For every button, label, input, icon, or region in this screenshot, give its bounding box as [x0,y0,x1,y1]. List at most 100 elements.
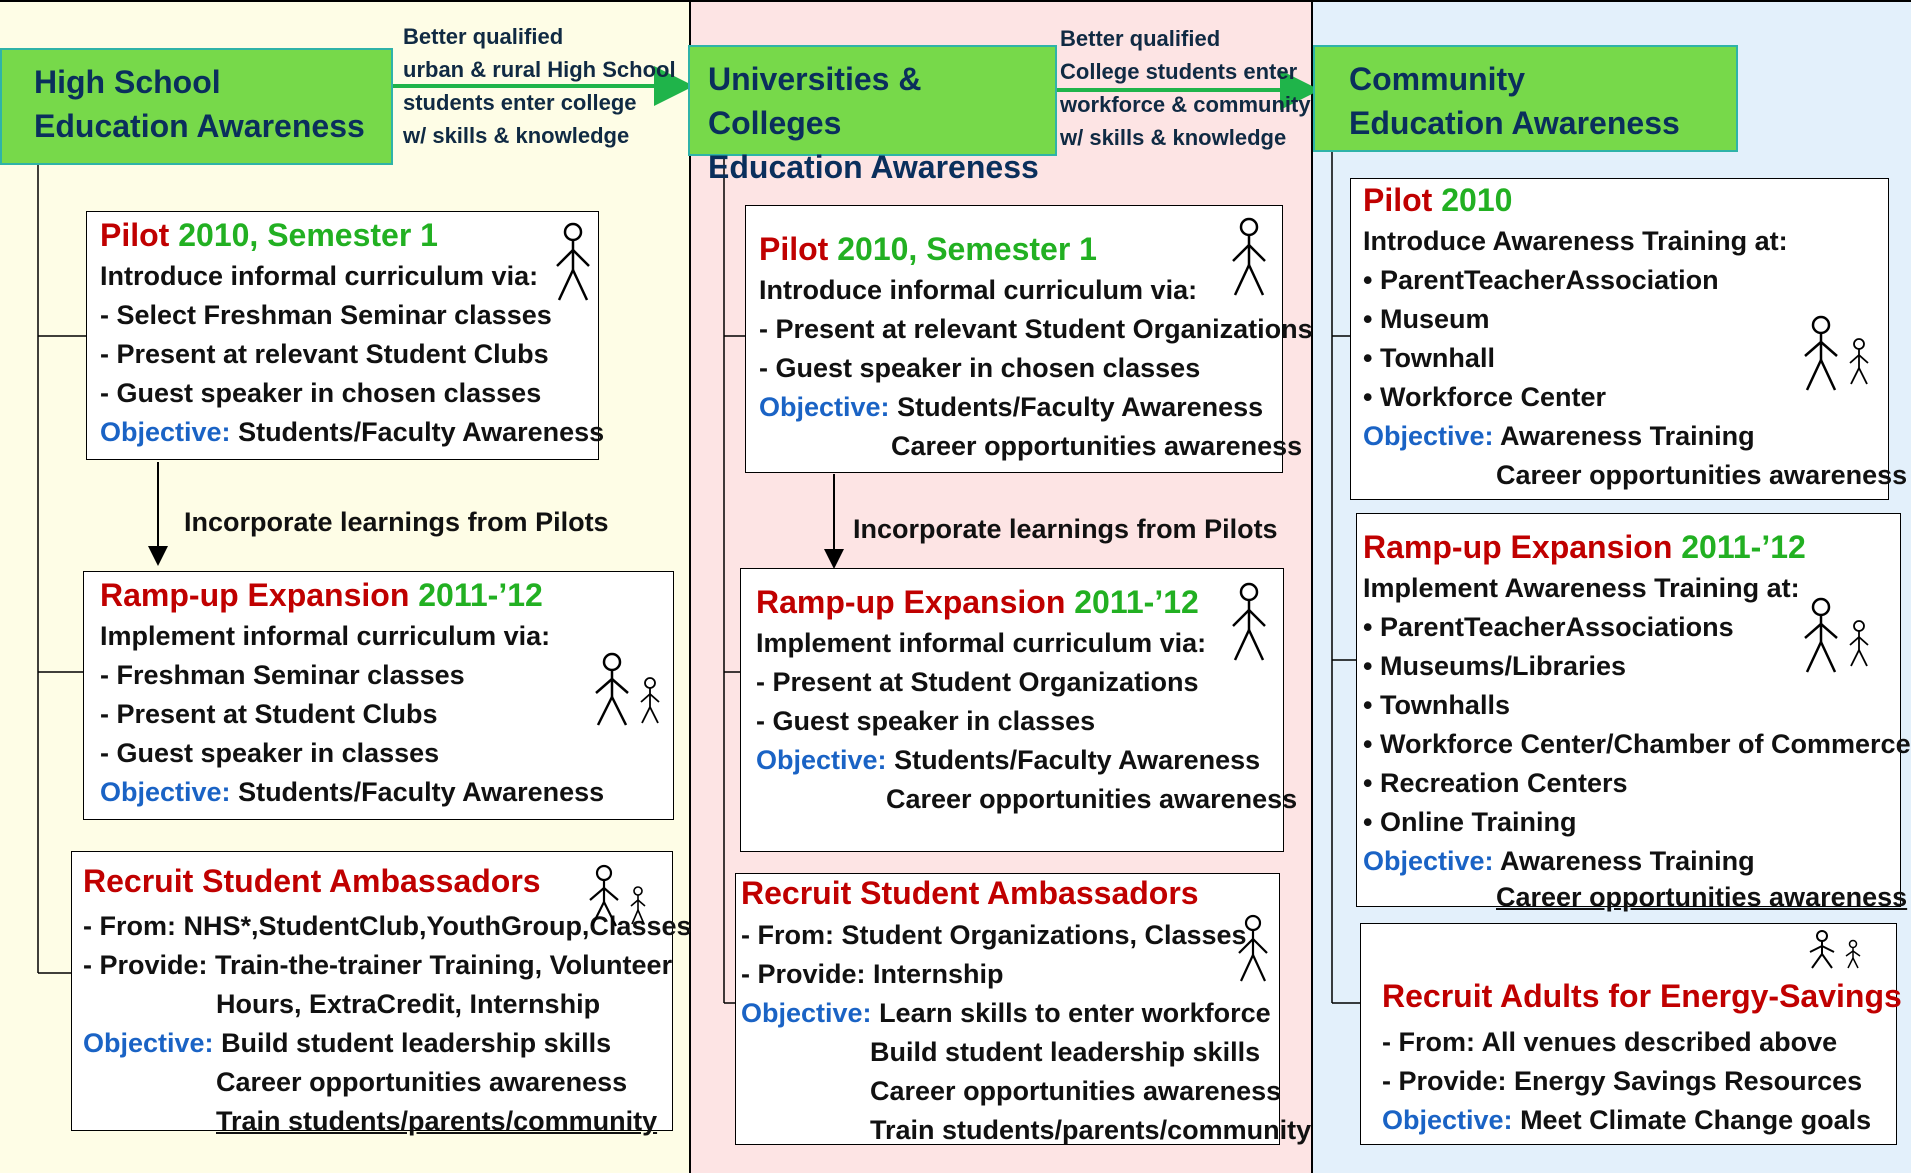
flow-line: workforce & community [1060,92,1311,117]
pilot-intro: Introduce informal curriculum via: [759,275,1198,305]
learnings-label: Incorporate learnings from Pilots [853,514,1278,544]
objective-text: Career opportunities awareness [886,784,1298,814]
header-line: High School [34,64,221,100]
objective-label: Objective: [741,998,872,1028]
recruit-label: Recruit Student Ambassadors [83,863,541,899]
pilot-item: - Guest speaker in chosen classes [759,353,1201,383]
objective-text: Students/Faculty Awareness [897,392,1264,422]
objective-text: Build student leadership skills [870,1037,1261,1067]
rampup-item: • Workforce Center/Chamber of Commerce [1363,729,1911,759]
pilot-intro: Introduce Awareness Training at: [1363,226,1788,256]
learnings-label: Incorporate learnings from Pilots [184,507,609,537]
objective-label: Objective: [100,417,231,447]
objective-text: Career opportunities awareness [891,431,1303,461]
recruit-label: Recruit Adults for Energy-Savings [1382,978,1902,1014]
rampup-label: Ramp-up Expansion [756,584,1066,620]
bracket-col2 [723,156,745,1004]
flow-line: urban & rural High School [403,57,676,82]
recruit-line: - From: All venues described above [1382,1027,1838,1057]
rampup-year: 2011-’12 [1681,529,1806,565]
rampup-box-universities: Ramp-up Expansion 2011-’12 Implement inf… [740,568,1297,852]
adult-child-figures-icon [589,864,646,927]
pilot-item: - Guest speaker in chosen classes [100,378,542,408]
rampup-item: • Museums/Libraries [1363,651,1627,681]
objective-text: Train students/parents/community [870,1115,1312,1145]
header-line: Education Awareness [708,149,1039,185]
objective-text: Career opportunities awareness [216,1067,628,1097]
rampup-item: • ParentTeacherAssociations [1363,612,1734,642]
header-community: Community Education Awareness [1313,45,1738,152]
rampup-item: - Freshman Seminar classes [100,660,465,690]
rampup-item: - Guest speaker in classes [100,738,440,768]
pilot-label: Pilot [759,231,829,267]
rampup-intro: Implement informal curriculum via: [756,628,1207,658]
pilot-box-universities: Pilot 2010, Semester 1 Introduce informa… [745,205,1313,473]
stick-figure-icon [1238,914,1268,982]
rampup-year: 2011-’12 [1074,584,1199,620]
objective-text: Build student leadership skills [221,1028,612,1058]
flow-line: students enter college [403,90,637,115]
recruit-box-high-school: Recruit Student Ambassadors - From: NHS*… [71,851,692,1136]
pilot-label: Pilot [1363,182,1433,218]
rampup-box-high-school: Ramp-up Expansion 2011-’12 Implement inf… [83,571,674,820]
pilot-intro: Introduce informal curriculum via: [100,261,539,291]
objective-text: Career opportunities awareness [1496,882,1908,912]
bracket-col3 [1331,152,1360,1004]
objective-text: Students/Faculty Awareness [238,777,605,807]
header-line: Universities & Colleges [708,61,922,141]
objective-text: Career opportunities awareness [870,1076,1282,1106]
objective-label: Objective: [1363,421,1494,451]
pilot-year: 2010, Semester 1 [837,231,1097,267]
rampup-intro: Implement Awareness Training at: [1363,573,1800,603]
adult-child-figures-icon [1809,930,1861,969]
recruit-box-community: Recruit Adults for Energy-Savings - From… [1360,923,1902,1145]
header-line: Community [1349,61,1525,97]
adult-child-figures-icon [1804,597,1869,673]
header-high-school: High School Education Awareness [0,48,393,165]
stick-figure-icon [556,222,590,301]
objective-text: Meet Climate Change goals [1520,1105,1872,1135]
recruit-line: - From: Student Organizations, Classes [741,920,1247,950]
objective-text: Career opportunities awareness [1496,460,1908,490]
objective-text: Awareness Training [1500,421,1755,451]
recruit-label: Recruit Student Ambassadors [741,875,1199,911]
objective-text: Awareness Training [1500,846,1755,876]
adult-child-figures-icon [595,652,660,726]
pilot-year: 2010, Semester 1 [178,217,438,253]
recruit-line: Hours, ExtraCredit, Internship [216,989,601,1019]
flow-line: w/ skills & knowledge [1060,125,1287,150]
pilot-item: • ParentTeacherAssociation [1363,265,1719,295]
flow-label-2: Better qualified College students enter … [1060,22,1311,154]
objective-label: Objective: [759,392,890,422]
rampup-item: - Present at Student Organizations [756,667,1199,697]
rampup-item: • Recreation Centers [1363,768,1628,798]
objective-text: Train students/parents/community [216,1106,658,1136]
stick-figure-icon [1232,582,1266,661]
pilot-label: Pilot [100,217,170,253]
recruit-line: - Provide: Internship [741,959,1004,989]
rampup-item: - Guest speaker in classes [756,706,1096,736]
header-line: Education Awareness [34,108,365,144]
objective-label: Objective: [83,1028,214,1058]
rampup-intro: Implement informal curriculum via: [100,621,551,651]
adult-child-figures-icon [1804,315,1869,391]
flow-line: College students enter [1060,59,1298,84]
header-universities: Universities & Colleges Education Awaren… [688,45,1057,185]
pilot-year: 2010 [1441,182,1513,218]
flow-line: w/ skills & knowledge [403,123,630,148]
recruit-line: - From: NHS*,StudentClub,YouthGroup,Clas… [83,911,692,941]
objective-text: Students/Faculty Awareness [238,417,605,447]
recruit-line: - Provide: Train-the-trainer Training, V… [83,950,673,980]
bracket-col1 [37,165,86,974]
rampup-item: • Online Training [1363,807,1577,837]
pilot-box-community: Pilot 2010 Introduce Awareness Training … [1350,178,1907,500]
pilot-item: - Present at relevant Student Organizati… [759,314,1313,344]
pilot-item: • Townhall [1363,343,1495,373]
objective-label: Objective: [756,745,887,775]
header-line: Education Awareness [1349,105,1680,141]
objective-text: Learn skills to enter workforce [879,998,1271,1028]
objective-label: Objective: [1382,1105,1513,1135]
flow-line: Better qualified [1060,26,1221,51]
objective-label: Objective: [1363,846,1494,876]
flow-line: Better qualified [403,24,564,49]
